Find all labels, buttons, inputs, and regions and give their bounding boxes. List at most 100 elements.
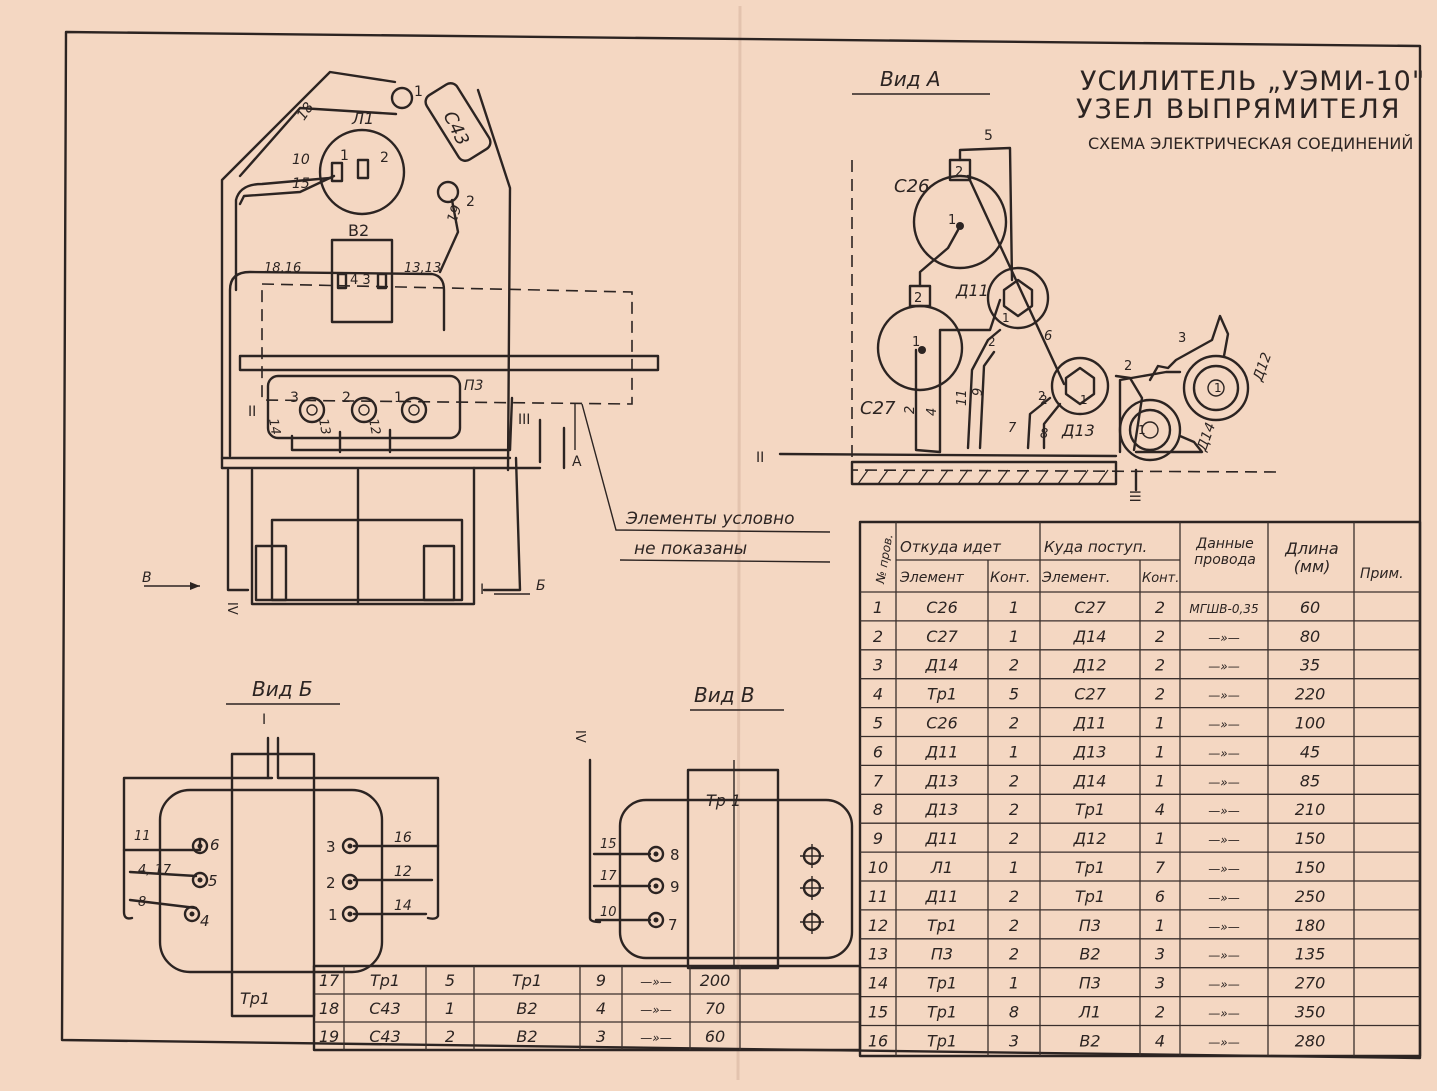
table-cell-wire: МГШВ-0,35 [1189,602,1258,616]
extra-table-cell-wire: —»— [640,975,671,989]
capacitor-C43 [424,82,492,162]
table-cell-from-contact: 2 [1009,714,1019,733]
table-cell-from-contact: 2 [1009,656,1019,675]
view-B-transformer-label: Тр1 [240,989,270,1008]
table-cell-to-contact: 6 [1155,887,1165,906]
table-cell-num: 7 [873,771,884,790]
table-cell-wire: —»— [1208,891,1239,905]
view-V-transformer-core [686,768,780,970]
transformer-Tr1 [270,518,464,602]
table-cell-to-element: П3 [1079,974,1101,993]
table-cell-length: 270 [1295,974,1326,993]
table-cell-from-element: Д11 [925,887,959,906]
view-V-contact-8: 8 [670,846,680,864]
table-cell-length: 150 [1295,829,1326,848]
table-cell-length: 180 [1295,916,1326,935]
wire-15-label: 15 [292,176,310,192]
table-cell-wire: —»— [1208,949,1239,963]
view-B-contact-4: 4 [200,912,210,930]
table-cell-wire: —»— [1208,1007,1239,1021]
D14-contact-1: 1 [1138,423,1146,437]
view-V-contact-7: 7 [668,916,678,934]
table-cell-length: 150 [1295,858,1326,877]
lead-II-label: II [248,404,256,420]
table-cell-from-element: С26 [926,598,958,617]
table-cell-from-element: Тр1 [927,1003,957,1022]
lamp-L1-label: Л1 [351,109,374,128]
table-cell-wire: —»— [1208,920,1239,934]
wire-13-13-label: 13,13 [404,261,441,276]
table-cell-to-element: Тр1 [1075,887,1105,906]
extra-table-cell-num: 19 [319,1027,339,1046]
wire-14-label: 14 [265,417,283,436]
table-cell-from-element: П3 [931,945,953,964]
table-cell-to-element: С27 [1074,685,1106,704]
extra-table-cell-wire: —»— [640,1031,671,1045]
wire-18-16-label: 18,16 [264,261,301,276]
table-cell-num: 2 [873,627,883,646]
table-cell-from-contact: 2 [1009,887,1019,906]
view-B-contact-3: 3 [326,838,336,856]
table-cell-num: 4 [873,685,883,704]
table-cell-num: 9 [873,829,883,848]
lead-IV-label: IV [224,602,239,615]
title-line2: УЗЕЛ ВЫПРЯМИТЕЛЯ [1076,94,1402,125]
C26-contact-2: 2 [955,165,963,180]
table-cell-to-element: Д13 [1073,742,1107,761]
view-A-wire-4: 4 [925,408,940,416]
diode-D11 [986,266,1050,330]
table-cell-to-contact: 1 [1155,714,1165,733]
extra-table-cell-to-contact: 9 [596,971,606,990]
capacitor-C26 [912,174,1008,270]
view-B-contact-2: 2 [326,874,336,892]
table-cell-wire: —»— [1208,1035,1239,1049]
terminal-panel-P3 [266,374,462,440]
wire-table: № пров. Откуда идет Куда поступ. Элемент… [858,520,1422,1058]
view-A-wire-9: 9 [971,388,986,396]
view-V-arrow-label: В [142,570,152,586]
table-cell-from-contact: 8 [1009,1003,1019,1022]
note-line1: Элементы условно [625,509,795,529]
table-cell-wire: —»— [1208,718,1239,732]
extra-table-cell-to-contact: 3 [596,1027,606,1046]
table-cell-to-element: Д12 [1073,656,1107,675]
view-V-transformer-body [618,798,854,960]
view-A-arrow-label: А [572,454,582,470]
table-cell-to-contact: 1 [1155,771,1165,790]
table-cell-from-contact: 5 [1009,685,1019,704]
view-B-wire-8: 8 [138,895,146,910]
wire-10-label: 10 [292,152,310,168]
table-cell-length: 35 [1300,656,1320,675]
table-cell-to-element: П3 [1079,916,1101,935]
title-block: УСИЛИТЕЛЬ „УЭМИ-10" УЗЕЛ ВЫПРЯМИТЕЛЯ СХЕ… [1076,66,1424,153]
table-cell-to-element: Тр1 [1075,858,1105,877]
view-B-lead-I: I [262,712,266,728]
view-V-contact-9: 9 [670,878,680,896]
extra-table-cell-from-contact: 1 [445,999,455,1018]
extra-table-cell-from-contact: 2 [445,1027,455,1046]
table-cell-from-contact: 2 [1009,945,1019,964]
extra-table-cell-from-contact: 5 [445,971,455,990]
table-cell-to-contact: 2 [1155,656,1165,675]
table-cell-num: 14 [868,974,888,993]
P3-contact-2: 2 [342,390,351,406]
table-cell-to-element: Д14 [1073,627,1107,646]
table-cell-wire: —»— [1208,775,1239,789]
table-cell-length: 60 [1300,598,1320,617]
table-cell-to-contact: 4 [1155,1031,1165,1050]
table-cell-from-contact: 2 [1009,916,1019,935]
P3-contact-1: 1 [394,390,403,406]
table-cell-from-contact: 1 [1009,742,1019,761]
table-cell-wire: —»— [1208,631,1239,645]
lead-I-label: I [480,582,484,598]
L1-contact-2: 2 [380,150,389,166]
view-B-wire-11: 11 [134,829,151,844]
table-cell-from-element: Тр1 [927,685,957,704]
table-cell-to-contact: 3 [1155,945,1165,964]
note-line2: не показаны [634,539,747,559]
view-V-wire-17: 17 [600,869,617,884]
table-cell-wire: —»— [1208,689,1239,703]
diode-D13-label: Д13 [1061,421,1095,440]
table-cell-from-element: Д11 [925,742,959,761]
table-cell-to-element: Д12 [1073,829,1107,848]
